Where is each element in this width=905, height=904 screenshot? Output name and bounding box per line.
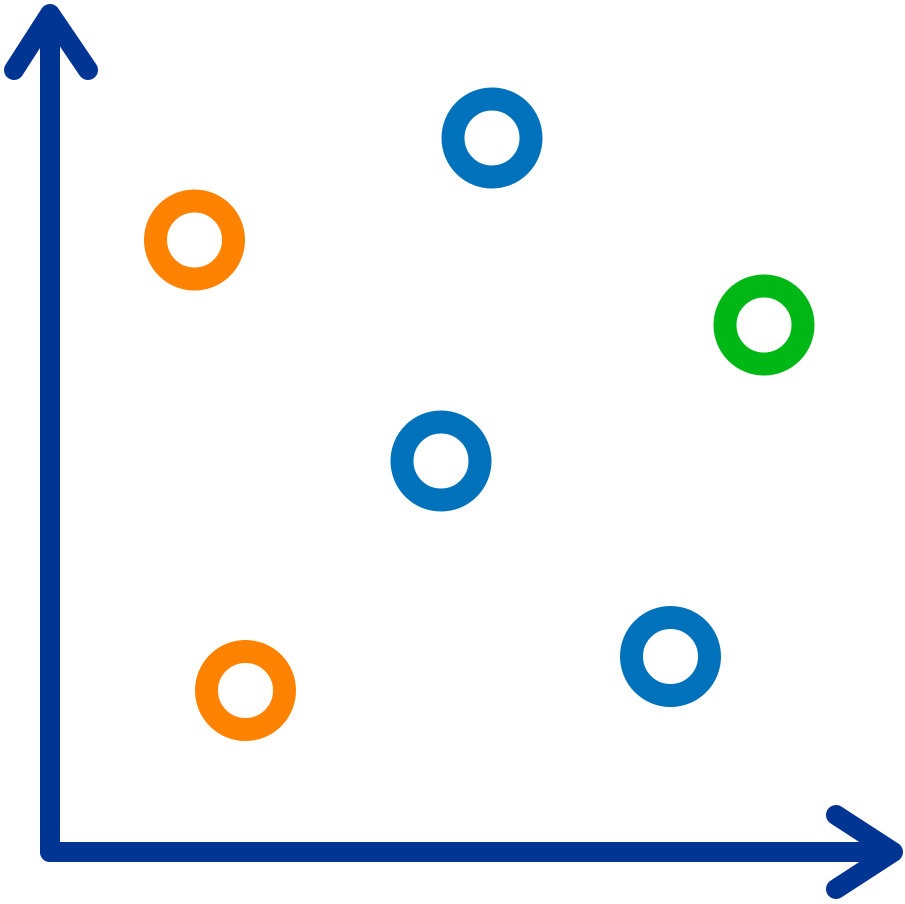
- data-point-orange-1: [144, 189, 245, 291]
- x-axis-arrow-icon: [826, 805, 903, 899]
- data-point-blue-2: [390, 410, 492, 512]
- axes: [4, 4, 903, 899]
- y-axis-arrow-icon: [4, 4, 98, 80]
- data-point-blue-3: [620, 606, 721, 707]
- data-point-green-1: [713, 274, 815, 376]
- data-points: [144, 87, 815, 741]
- data-point-orange-2: [195, 640, 296, 741]
- data-point-blue-1: [441, 87, 543, 189]
